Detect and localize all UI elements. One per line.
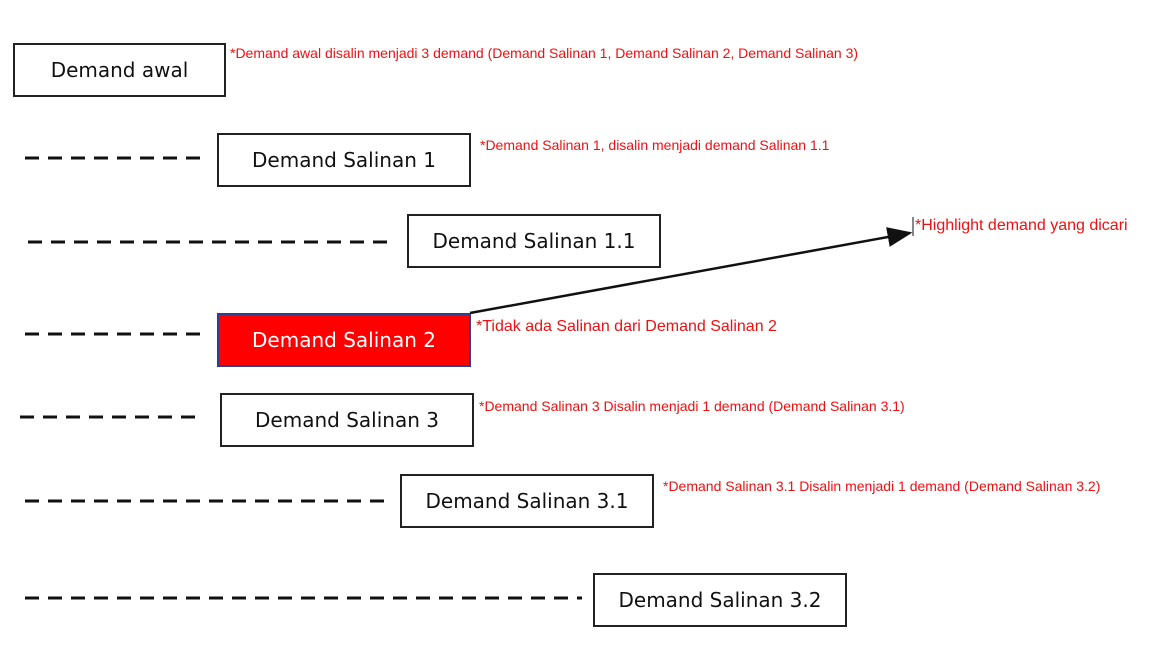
highlight-arrow [469,227,913,315]
note-highlight: *Highlight demand yang dicari [915,217,1128,234]
box-demand-salinan-1-1-label: Demand Salinan 1.1 [432,229,636,253]
box-demand-salinan-3-1-label: Demand Salinan 3.1 [425,489,629,513]
note-salinan-1: *Demand Salinan 1, disalin menjadi deman… [480,137,830,153]
note-salinan-2: *Tidak ada Salinan dari Demand Salinan 2 [476,318,777,335]
note-salinan-3-1: *Demand Salinan 3.1 Disalin menjadi 1 de… [663,478,1101,494]
box-demand-salinan-3-1: Demand Salinan 3.1 [400,474,654,528]
box-demand-salinan-3: Demand Salinan 3 [220,393,474,447]
note-salinan-3: *Demand Salinan 3 Disalin menjadi 1 dema… [479,398,905,414]
box-demand-salinan-1-1: Demand Salinan 1.1 [407,214,661,268]
box-demand-salinan-2-label: Demand Salinan 2 [252,328,436,352]
box-demand-salinan-1: Demand Salinan 1 [217,133,471,187]
box-demand-salinan-3-2: Demand Salinan 3.2 [593,573,847,627]
box-demand-awal: Demand awal [13,43,226,97]
box-demand-salinan-2-highlighted: Demand Salinan 2 [217,313,471,367]
note-demand-awal: *Demand awal disalin menjadi 3 demand (D… [230,45,859,61]
box-demand-salinan-1-label: Demand Salinan 1 [252,148,436,172]
box-demand-salinan-3-2-label: Demand Salinan 3.2 [618,588,822,612]
box-demand-salinan-3-label: Demand Salinan 3 [255,408,439,432]
box-demand-awal-label: Demand awal [50,58,189,82]
